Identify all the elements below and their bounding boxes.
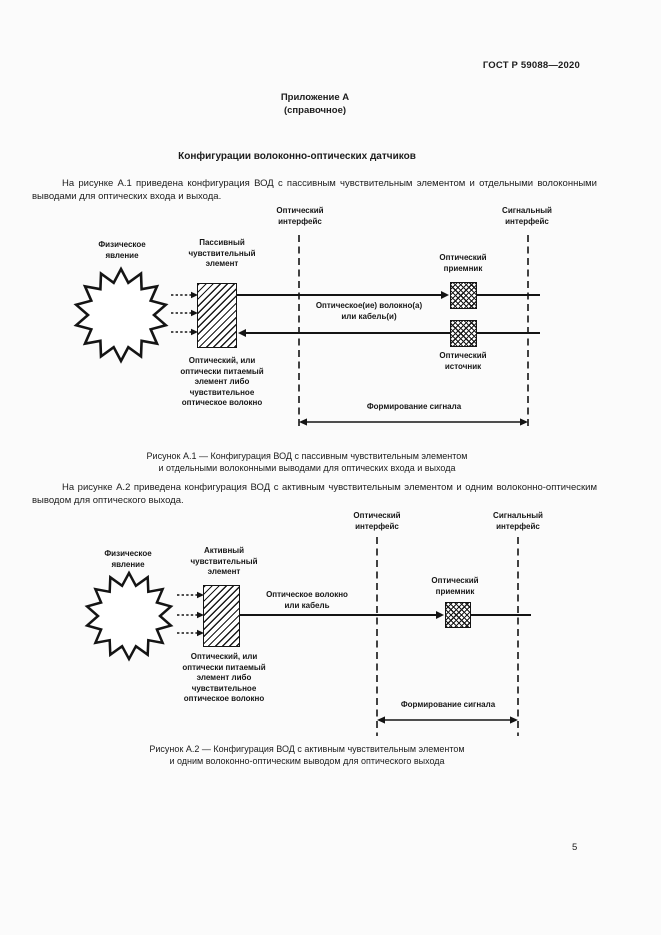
appendix-subtitle: (справочное) [283,105,347,116]
physical-phenomenon-star-icon [84,570,174,662]
fiber-cable-label: Оптическое(ие) волокно(а) или кабель(и) [315,301,423,321]
stimulus-arrowhead [197,611,204,619]
page-number: 5 [572,842,578,853]
optical-source-label: Оптический источник [439,351,487,371]
standard-number: ГОСТ Р 59088—2020 [482,60,580,71]
optical-interface-label: Оптический интерфейс [276,206,324,226]
stimulus-arrowhead [191,328,198,336]
optical-receiver-box [445,602,471,628]
span-arrowhead-left [377,716,385,724]
span-arrowhead-left [299,418,307,426]
sensing-element-label: Пассивный чувствительный элемент [188,238,256,268]
stimulus-arrowhead [197,629,204,637]
signal-formation-label: Формирование сигнала [400,700,496,709]
span-arrowhead-right [520,418,528,426]
figure-a2-caption: Рисунок А.2 — Конфигурация ВОД с активны… [149,744,465,766]
intro-paragraph-a2: На рисунке А.2 приведена конфигурация ВО… [32,482,597,506]
physical-phenomenon-label: Физическое явление [98,240,146,260]
sensing-element-box [197,283,237,348]
appendix-title: Приложение А [280,92,350,103]
fiber-cable-label: Оптическое волокно или кабель [266,590,348,610]
sensing-element-box [203,585,240,647]
stimulus-arrowhead [191,309,198,317]
signal-interface-label: Сигнальный интерфейс [493,511,543,531]
optical-receiver-box [450,282,477,309]
signal-formation-label: Формирование сигнала [366,402,462,411]
figure-a1-diagram: Оптический интерфейс Сигнальный интерфей… [0,205,661,437]
optical-receiver-label: Оптический приемник [439,253,487,273]
span-arrowhead-right [510,716,518,724]
optical-source-box [450,320,477,347]
fiber-arrowhead-right [436,611,444,619]
intro-paragraph-a1: На рисунке А.1 приведена конфигурация ВО… [32,178,597,202]
signal-interface-label: Сигнальный интерфейс [502,206,552,226]
optical-interface-label: Оптический интерфейс [353,511,401,531]
figure-a2-canvas [84,537,531,736]
physical-phenomenon-star-icon [73,266,169,364]
figure-a2-diagram: Оптический интерфейс Сигнальный интерфей… [0,505,661,743]
optical-receiver-label: Оптический приемник [431,576,479,596]
stimulus-arrowhead [197,591,204,599]
fiber-arrowhead-left [238,329,246,337]
physical-phenomenon-label: Физическое явление [104,549,152,569]
element-note-label: Оптический, или оптически питаемый элеме… [180,356,264,407]
section-title: Конфигурации волоконно-оптических датчик… [178,151,416,162]
sensing-element-label: Активный чувствительный элемент [190,546,258,576]
figure-a1-canvas [73,235,540,430]
figure-a1-caption: Рисунок А.1 — Конфигурация ВОД с пассивн… [146,451,468,473]
fiber-arrowhead-right [441,291,449,299]
stimulus-arrowhead [191,291,198,299]
element-note-label: Оптический, или оптически питаемый элеме… [182,652,266,703]
